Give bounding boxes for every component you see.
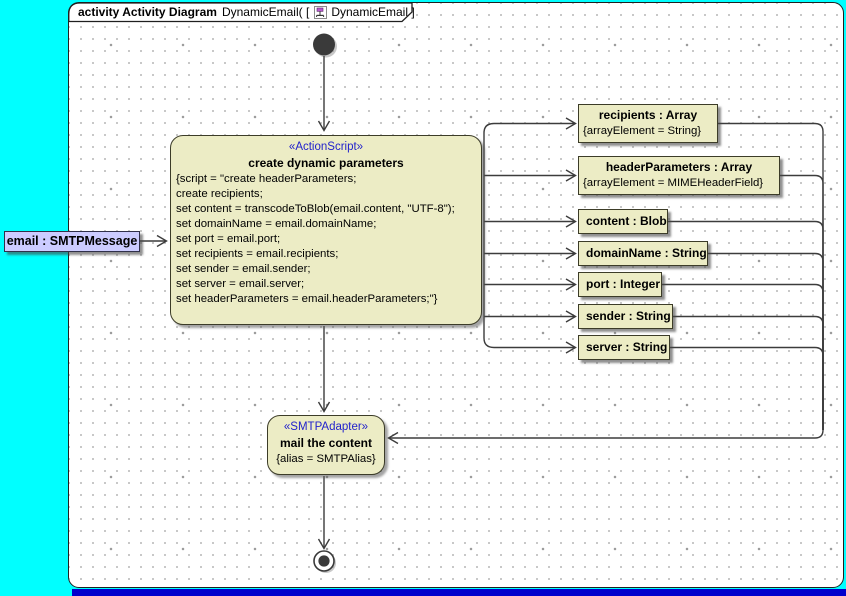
object-node-constraint: {arrayElement = MIMEHeaderField}: [583, 177, 764, 189]
script-line: set content = transcodeToBlob(email.cont…: [176, 203, 455, 215]
object-node-name: server : String: [586, 340, 668, 354]
script-line: set headerParameters = email.headerParam…: [176, 293, 438, 305]
object-node-name: sender : String: [586, 309, 671, 323]
object-node-name: port : Integer: [586, 277, 660, 291]
object-node-recipients[interactable]: recipients : Array {arrayElement = Strin…: [578, 104, 718, 143]
object-flow-create-to-server[interactable]: [483, 337, 577, 354]
frame-activity-name: DynamicEmail( [: [221, 5, 310, 19]
action-create-dynamic-parameters[interactable]: «ActionScript» create dynamic parameters…: [170, 135, 482, 325]
object-node-name: domainName : String: [586, 246, 707, 260]
script-line: create recipients;: [176, 188, 263, 200]
action-mail-the-content[interactable]: «SMTPAdapter» mail the content {alias = …: [267, 415, 385, 475]
object-flow-domainname-to-mail[interactable]: [708, 252, 824, 431]
parameter-label: email : SMTPMessage: [6, 234, 138, 248]
script-line: set sender = email.sender;: [176, 263, 311, 275]
object-node-domainname[interactable]: domainName : String: [578, 241, 708, 266]
activity-diagram-icon: [314, 5, 328, 19]
object-flow-sender-to-mail[interactable]: [673, 315, 824, 431]
script-line: set recipients = email.recipients;: [176, 248, 339, 260]
object-flow-recipients-to-mail[interactable]: [718, 122, 824, 431]
action-stereotype: «ActionScript»: [288, 141, 364, 153]
object-node-content[interactable]: content : Blob: [578, 209, 668, 234]
object-node-port[interactable]: port : Integer: [578, 272, 662, 297]
object-node-name: content : Blob: [586, 214, 667, 228]
action-stereotype: «SMTPAdapter»: [283, 421, 369, 433]
activity-diagram-frame: [68, 2, 844, 588]
frame-diagram-ref: DynamicEmail ]: [331, 5, 415, 19]
object-flow-port-to-mail[interactable]: [662, 283, 824, 431]
object-flow-headerparameters-to-mail[interactable]: [780, 174, 824, 431]
object-flow-merged-into-mail[interactable]: [387, 429, 824, 445]
script-line: set domainName = email.domainName;: [176, 218, 377, 230]
parameter-node-email[interactable]: email : SMTPMessage: [4, 231, 140, 252]
action-name: mail the content: [279, 436, 372, 450]
script-line: set port = email.port;: [176, 233, 281, 245]
object-flow-server-to-mail[interactable]: [665, 346, 824, 431]
script-line: set server = email.server;: [176, 278, 305, 290]
action-name: create dynamic parameters: [248, 156, 404, 170]
action-constraint: {alias = SMTPAlias}: [276, 453, 376, 465]
frame-tab-title: activity Activity Diagram DynamicEmail( …: [78, 4, 415, 20]
object-node-sender[interactable]: sender : String: [578, 304, 673, 329]
object-node-name: recipients : Array: [598, 108, 698, 122]
window-bottom-bar: [72, 589, 846, 596]
initial-node[interactable]: [313, 33, 335, 56]
object-flow-content-to-mail[interactable]: [668, 220, 824, 431]
script-line: {script = "create headerParameters;: [176, 173, 357, 185]
object-node-headerparameters[interactable]: headerParameters : Array {arrayElement =…: [578, 156, 780, 195]
object-node-server[interactable]: server : String: [578, 335, 670, 360]
object-flow-create-to-recipients[interactable]: [483, 117, 577, 134]
frame-keyword: activity Activity Diagram: [78, 5, 217, 19]
object-node-constraint: {arrayElement = String}: [583, 125, 702, 137]
final-node-dot: [318, 555, 330, 567]
object-node-name: headerParameters : Array: [605, 160, 753, 174]
